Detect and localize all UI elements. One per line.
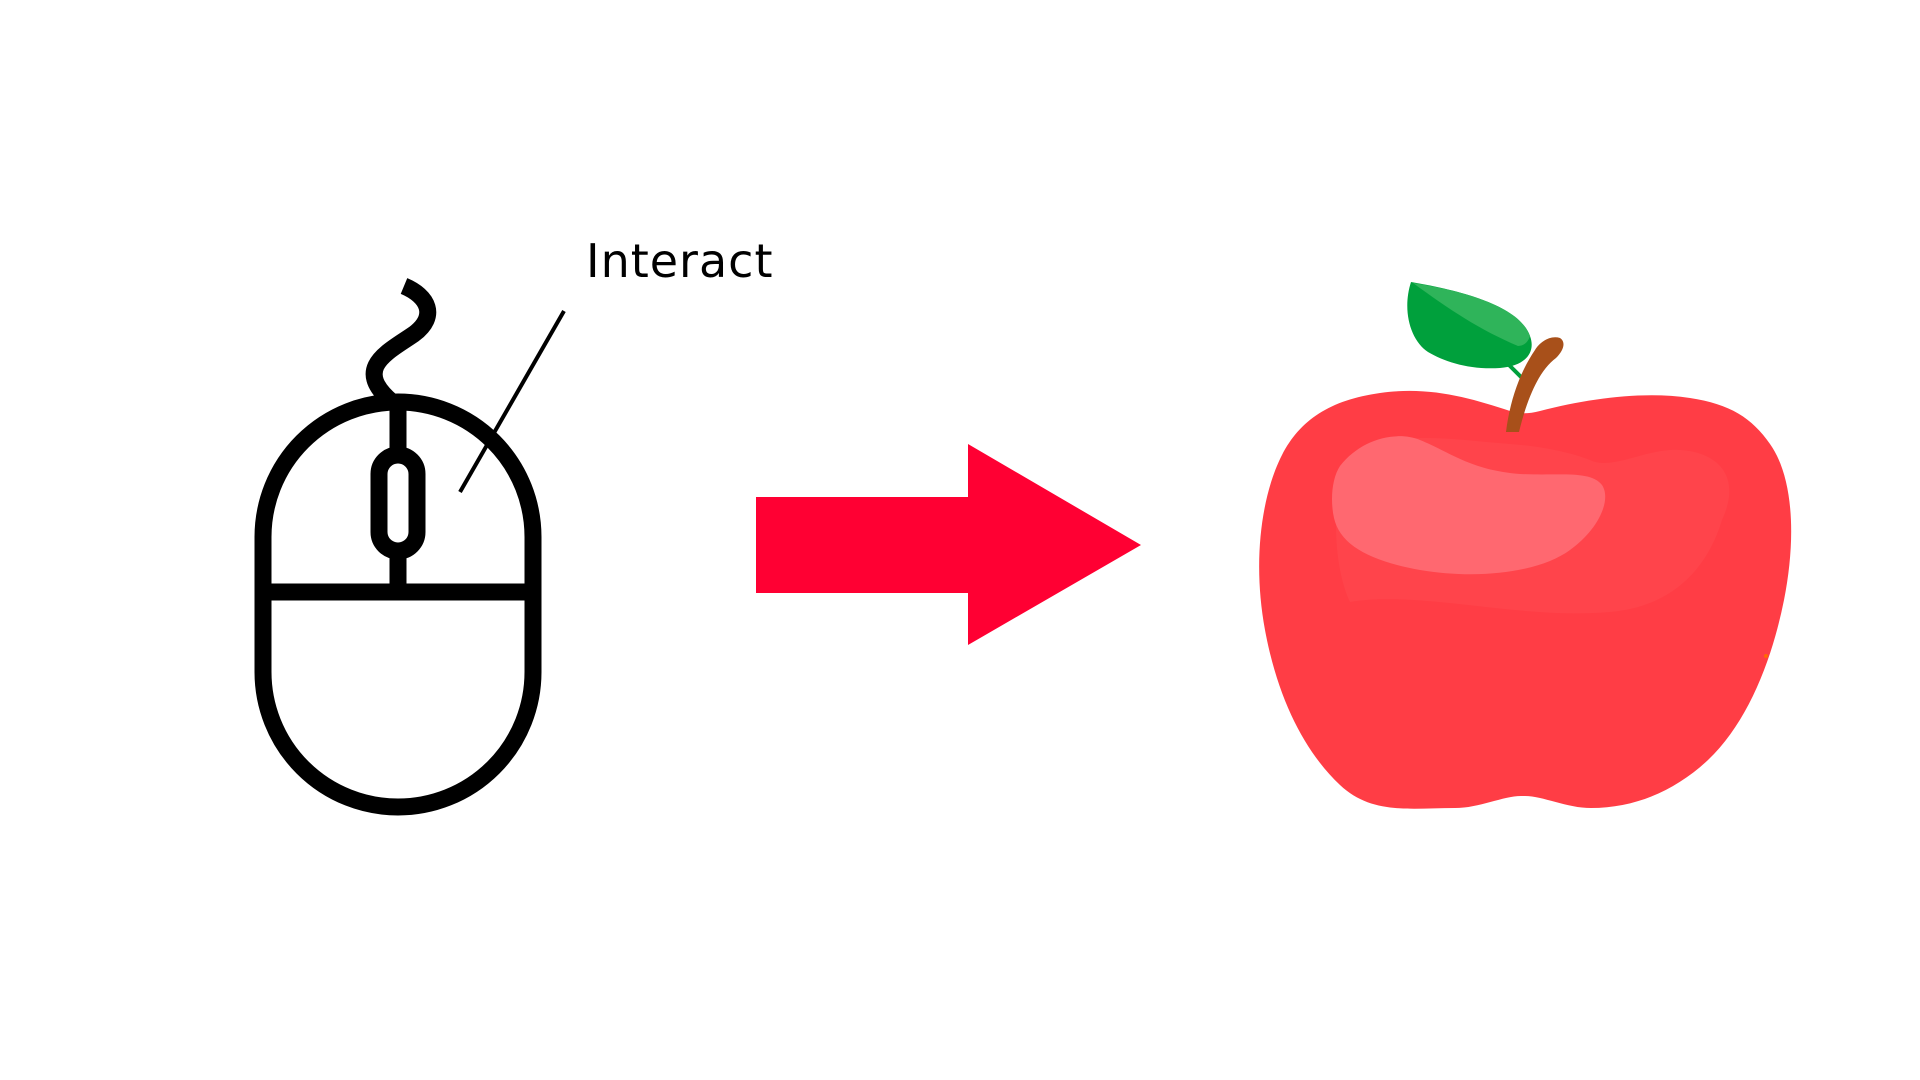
label-pointer-line [458, 310, 566, 493]
right-arrow-icon [756, 444, 1141, 645]
apple-stem [1506, 337, 1564, 432]
computer-mouse-icon [254, 278, 542, 816]
apple-speck [1764, 654, 1768, 658]
apple-leaf [1407, 282, 1532, 369]
interact-label: Interact [586, 234, 774, 288]
apple-icon [1259, 282, 1792, 809]
apple-highlight [1332, 436, 1606, 575]
mouse-scroll-wheel [370, 446, 426, 560]
mouse-cable [365, 278, 437, 409]
apple-leaf-shine [1413, 283, 1530, 346]
